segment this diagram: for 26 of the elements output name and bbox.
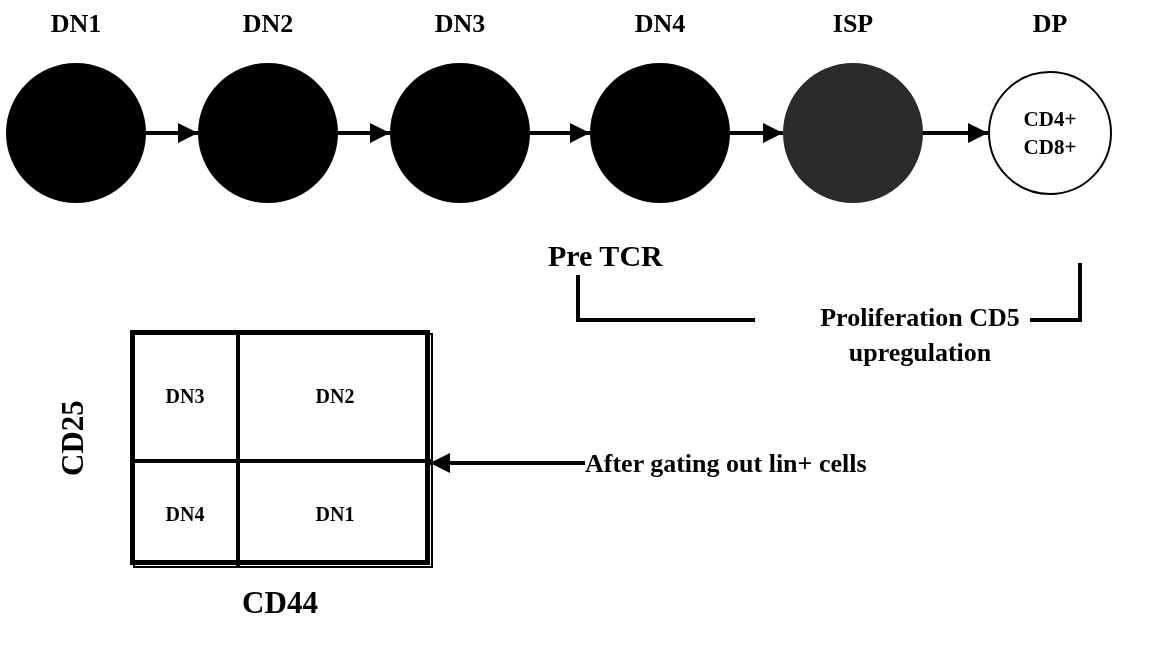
arrow — [146, 123, 198, 143]
population-label: DN4 — [165, 502, 205, 526]
annotation-text: Proliferation CD5 upregulation — [819, 302, 1021, 370]
quadrant-region — [132, 332, 238, 461]
stage-label: DN1 — [49, 9, 103, 39]
population-label: DN1 — [315, 502, 355, 526]
stage-label: DP — [1031, 9, 1069, 39]
quadrant-region — [237, 460, 433, 568]
quadrant-region — [132, 460, 238, 568]
marker-label: CD4+ CD8+ — [1022, 105, 1078, 161]
arrow — [530, 123, 590, 143]
axis-label: CD44 — [241, 585, 319, 621]
stage-label: DN2 — [241, 9, 295, 39]
population-label: DN2 — [315, 385, 355, 408]
arrow — [430, 453, 585, 473]
annotation-text: Pre TCR — [548, 238, 664, 274]
arrow — [923, 123, 988, 143]
annotation-text: After gating out lin+ cells — [585, 446, 1015, 482]
quadrant-region — [237, 332, 433, 461]
stage-label: DN4 — [633, 9, 687, 39]
stage-label: ISP — [831, 9, 875, 39]
stage-label: DN3 — [433, 9, 487, 39]
arrow — [338, 123, 390, 143]
quadrant-plot — [130, 330, 430, 565]
arrow — [730, 123, 783, 143]
population-label: DN3 — [165, 385, 205, 408]
